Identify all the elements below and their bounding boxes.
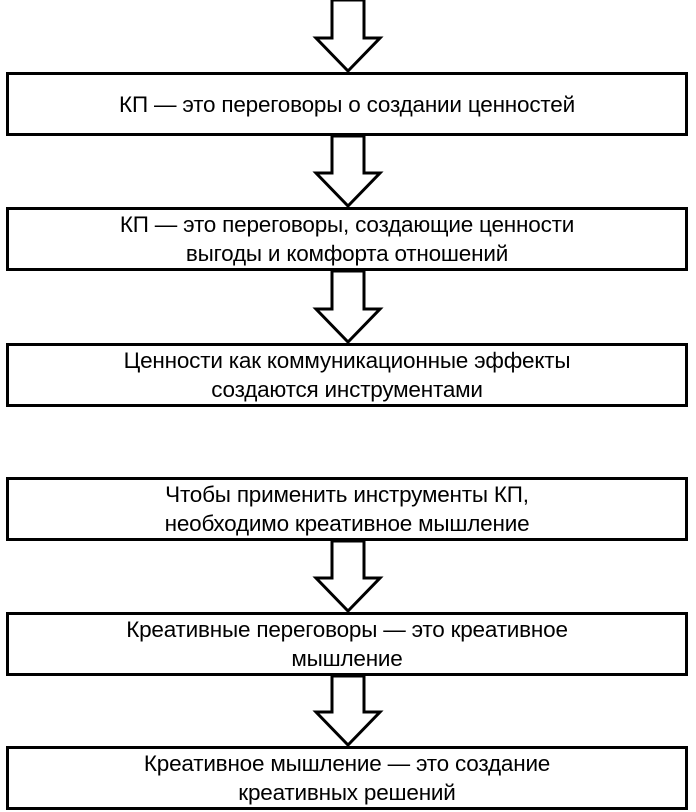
flow-step-2: КП — это переговоры, создающие ценности … — [6, 207, 688, 271]
down-arrow-icon — [312, 0, 384, 74]
flow-step-3-text: Ценности как коммуникационные эффекты со… — [123, 348, 571, 402]
flow-step-4-text: Чтобы применить инструменты КП, необходи… — [164, 482, 530, 536]
flow-step-2-text: КП — это переговоры, создающие ценности … — [119, 212, 575, 266]
down-arrow-icon — [312, 539, 384, 614]
down-arrow-icon — [312, 269, 384, 345]
flow-step-3: Ценности как коммуникационные эффекты со… — [6, 343, 688, 407]
flow-step-1-text: КП — это переговоры о создании ценностей — [119, 91, 575, 117]
down-arrow-icon — [312, 134, 384, 209]
flow-step-4: Чтобы применить инструменты КП, необходи… — [6, 477, 688, 541]
down-arrow-icon — [312, 674, 384, 748]
flow-step-5: Креативные переговоры — это креативное м… — [6, 612, 688, 676]
flow-step-6-text: Креативное мышление — это создание креат… — [143, 751, 551, 805]
flow-step-5-text: Креативные переговоры — это креативное м… — [126, 617, 568, 671]
flow-step-6: Креативное мышление — это создание креат… — [6, 746, 688, 810]
flow-step-1: КП — это переговоры о создании ценностей — [6, 72, 688, 136]
